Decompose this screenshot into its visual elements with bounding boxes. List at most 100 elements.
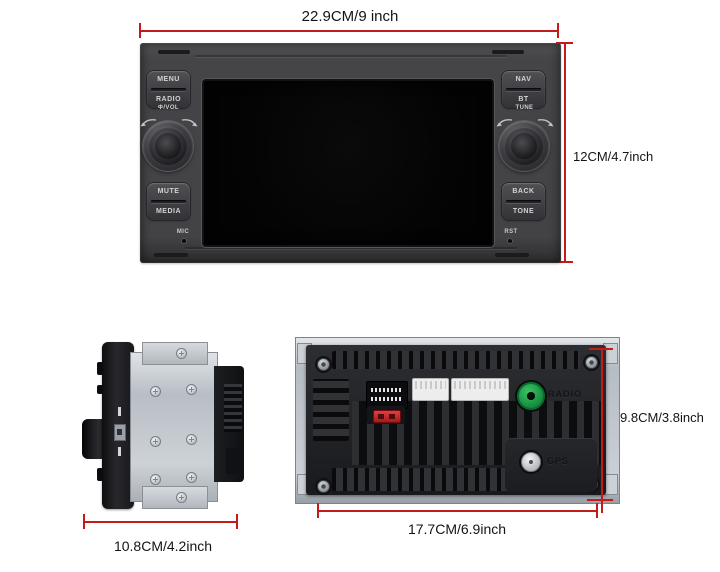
fuse-holder (367, 406, 405, 424)
front-width-tick-left (139, 23, 141, 38)
screw (186, 384, 197, 395)
rotate-arrow-left-icon (496, 115, 513, 127)
front-width-dimension-line (140, 30, 558, 32)
rear-screw (317, 358, 330, 371)
front-width-tick-right (557, 23, 559, 38)
bt-button: BT (518, 96, 529, 103)
harness-pin-row (371, 388, 402, 392)
side-view-button-edge (97, 468, 103, 481)
connector-pins (454, 381, 506, 389)
front-height-dimension-line (564, 43, 566, 263)
side-view-latch (114, 424, 126, 441)
display-screen (202, 79, 494, 247)
rear-height-dimension-label: 9.8CM/3.8inch (620, 410, 704, 425)
rear-height-tick-bottom (587, 499, 613, 501)
radio-antenna-socket-hole (527, 392, 535, 400)
side-width-tick-left (83, 514, 85, 529)
screw (176, 348, 187, 359)
mounting-cage (130, 352, 218, 502)
rear-width-tick-right (596, 503, 598, 518)
volume-knob-label: Φ/VOL (158, 105, 179, 111)
button-divider (151, 88, 186, 91)
rear-screw (317, 480, 330, 493)
reset-hole (508, 239, 512, 243)
menu-radio-button-group: MENU RADIO (147, 71, 190, 108)
screw (150, 436, 161, 447)
bottom-groove (185, 247, 517, 249)
mounting-bracket-top (142, 342, 208, 365)
rear-screw (585, 356, 598, 369)
mute-media-button-group: MUTE MEDIA (147, 183, 190, 220)
screw (176, 492, 187, 503)
mic-hole (182, 239, 186, 243)
tone-button: TONE (512, 208, 535, 215)
side-view-button-edge (97, 385, 103, 394)
top-right-slot (492, 50, 524, 54)
button-divider (506, 200, 541, 203)
connector-pins (415, 381, 446, 389)
back-tone-button-group: BACK TONE (502, 183, 545, 220)
gps-connector-label: GPS (547, 456, 570, 466)
nav-bt-button-group: NAV BT (502, 71, 545, 108)
volume-knob (143, 121, 193, 171)
button-divider (506, 88, 541, 91)
front-height-dimension-label: 12CM/4.7inch (573, 149, 654, 164)
mounting-bracket-bottom (142, 486, 208, 509)
rotate-arrow-right-icon (537, 115, 554, 127)
gps-antenna-connector (521, 452, 541, 472)
rear-top-vent-slots (332, 351, 580, 369)
side-view-latch-slot (117, 429, 122, 435)
radio-button: RADIO (155, 96, 182, 103)
side-view-button-edge (97, 362, 103, 375)
front-height-tick-top (556, 42, 573, 44)
gps-connector-pin (529, 460, 533, 464)
screw (186, 434, 197, 445)
wiring-harness-socket (366, 381, 408, 409)
mute-button: MUTE (157, 188, 180, 195)
rear-width-dimension-line (318, 510, 598, 512)
screw (150, 386, 161, 397)
rear-height-dimension-line (601, 349, 603, 513)
side-view-heatsink-fins (224, 384, 242, 432)
tune-knob-label: TUNE (515, 105, 534, 111)
back-button: BACK (512, 188, 535, 195)
nav-button: NAV (515, 76, 532, 83)
rear-left-vent-slots (313, 379, 349, 441)
gps-module-block: GPS (505, 438, 597, 492)
reset-label: RST (504, 229, 518, 235)
screw (150, 474, 161, 485)
side-width-dimension-line (84, 521, 238, 523)
media-button: MEDIA (155, 208, 182, 215)
side-view-marker (118, 447, 121, 456)
fuse-slot (378, 414, 384, 419)
volume-knob-core (155, 133, 181, 159)
rotate-arrow-left-icon (140, 115, 157, 127)
rotate-arrow-right-icon (181, 115, 198, 127)
mic-label: MIC (176, 229, 190, 235)
bottom-left-slot (154, 253, 188, 257)
white-connector-socket (451, 378, 509, 401)
fuse-slot (389, 414, 395, 419)
button-divider (151, 200, 186, 203)
side-width-dimension-label: 10.8CM/4.2inch (113, 538, 213, 554)
bottom-right-slot (495, 253, 529, 257)
head-unit-front-view: MENU RADIO Φ/VOL MUTE MEDIA MIC NAV BT (140, 43, 561, 263)
top-left-slot (158, 50, 190, 54)
front-height-tick-bottom (556, 261, 573, 263)
side-view-connector-stub (226, 448, 242, 474)
menu-button: MENU (157, 76, 180, 83)
tune-knob-core (511, 133, 537, 159)
white-connector-socket (412, 378, 449, 401)
radio-connector-label: RADIO (548, 389, 582, 399)
fuse (373, 410, 401, 423)
top-groove (195, 55, 507, 57)
front-width-dimension-label: 22.9CM/9 inch (301, 8, 399, 25)
harness-pin-row (371, 397, 402, 401)
rear-width-dimension-label: 17.7CM/6.9inch (407, 521, 507, 537)
radio-antenna-connector (517, 382, 545, 410)
side-view-marker (118, 407, 121, 416)
tune-knob (499, 121, 549, 171)
rear-width-tick-left (317, 503, 319, 518)
screw (186, 472, 197, 483)
